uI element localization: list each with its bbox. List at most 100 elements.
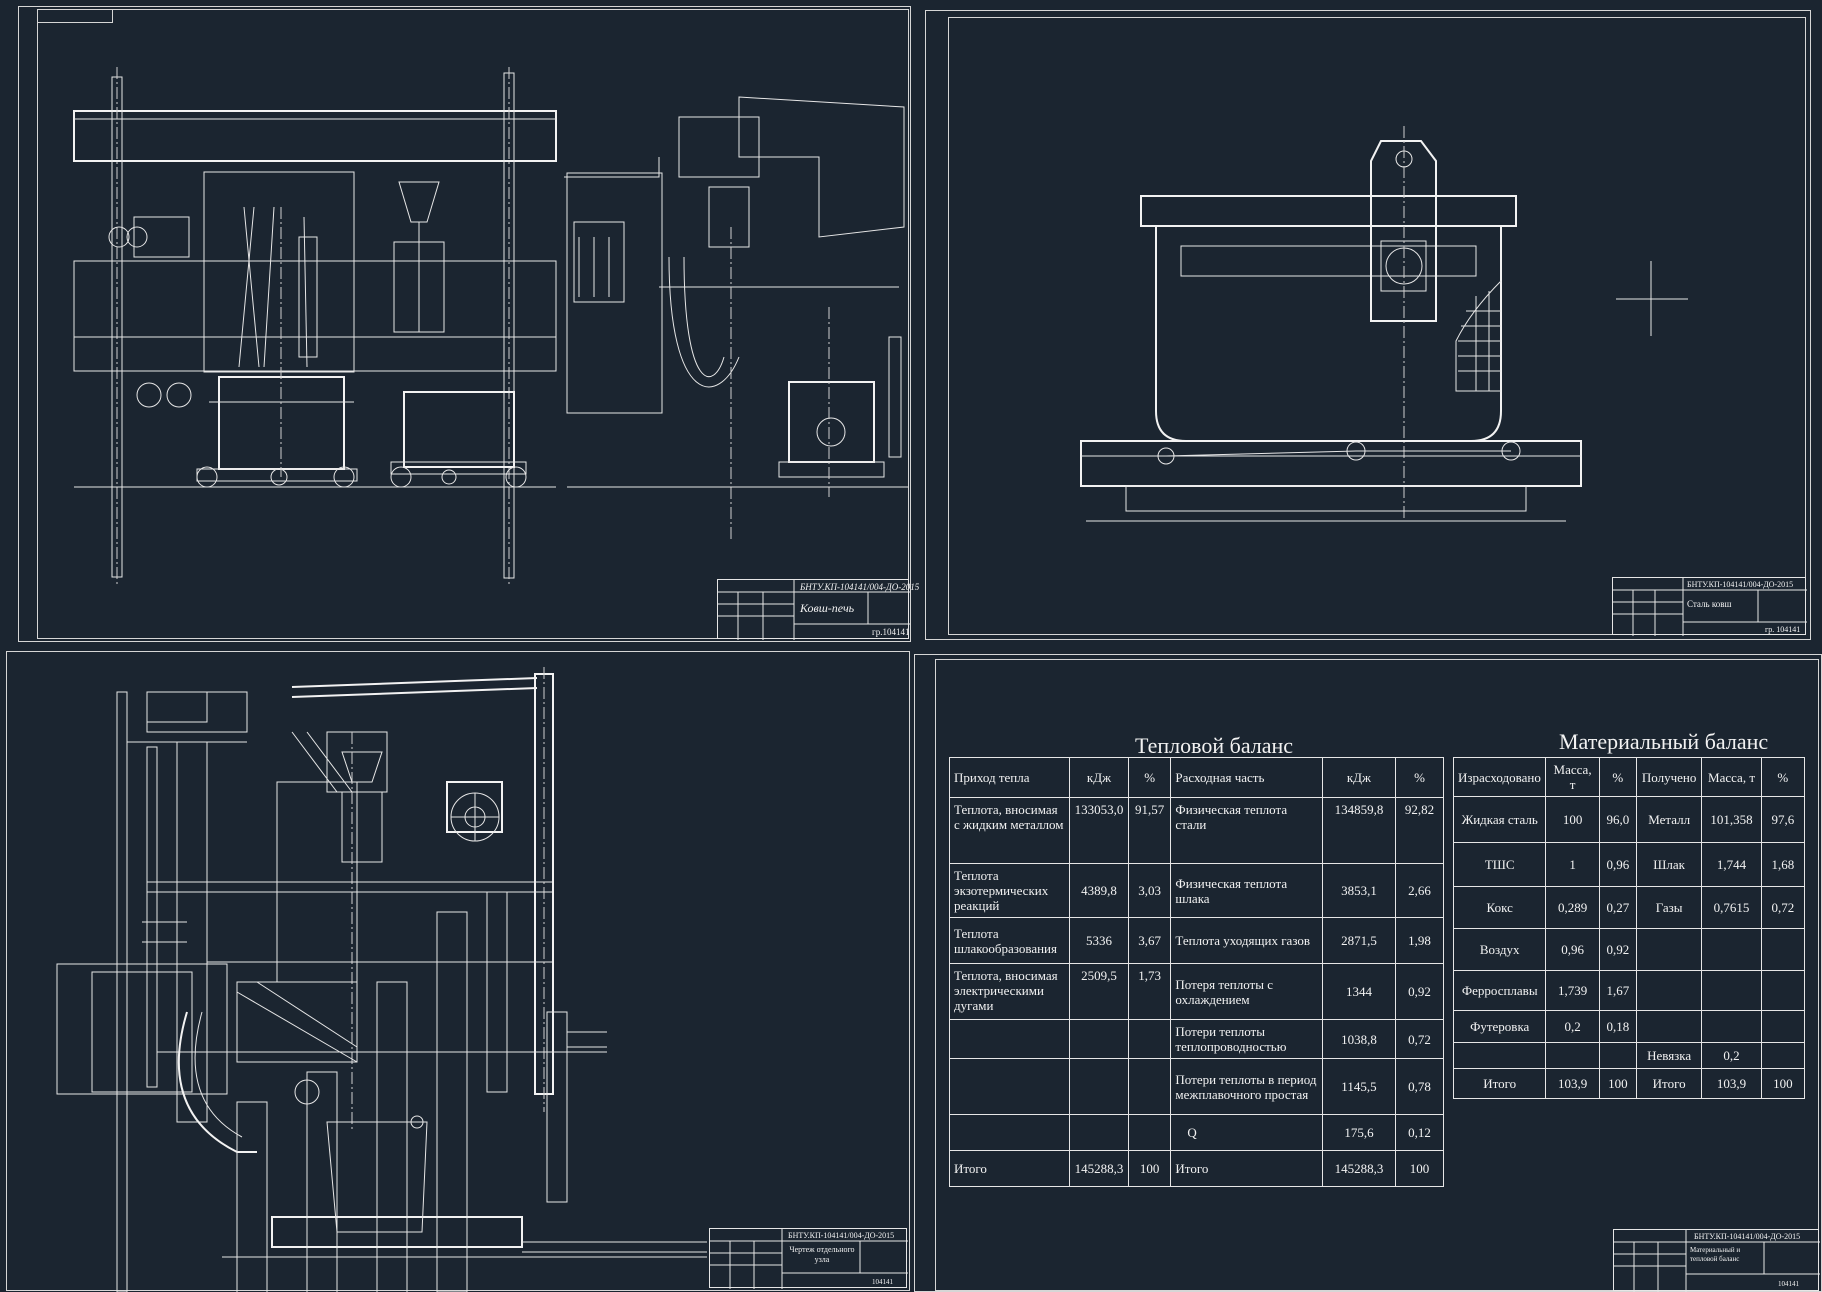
heat-cell: Теплота экзотермических реакций	[948, 863, 1071, 918]
material-cell: 0,72	[1760, 886, 1806, 929]
material-cell	[1545, 1042, 1600, 1069]
material-cell: 0,2	[1701, 1042, 1762, 1069]
material-cell: 1	[1545, 842, 1600, 887]
title-block-code: БНТУ.КП-104141/004-ДО-2015	[1694, 1232, 1801, 1241]
material-total-value: 103,9	[1701, 1068, 1762, 1099]
heat-total-value: 145288,3	[1321, 1150, 1397, 1187]
heat-cell: 2509,5	[1069, 963, 1129, 1020]
material-cell: Ферросплавы	[1452, 970, 1547, 1011]
material-cell	[1701, 928, 1762, 971]
material-cell: ТШС	[1452, 842, 1547, 887]
title-block-name: Сталь ковш	[1687, 599, 1732, 609]
heat-header-expense: Расходная часть	[1170, 757, 1323, 798]
title-block-name: Материальный и тепловой баланс	[1690, 1246, 1741, 1263]
heat-cell: 0,72	[1395, 1019, 1444, 1059]
heat-cell	[948, 1114, 1071, 1151]
material-cell: 1,68	[1760, 842, 1806, 887]
heat-header-pct: %	[1395, 757, 1444, 798]
heat-cell: 0,78	[1395, 1058, 1444, 1115]
heat-cell	[1069, 1058, 1129, 1115]
separate-unit-drawing	[56, 667, 707, 1292]
heat-cell: Потери теплоты теплопроводностью	[1170, 1019, 1323, 1059]
heat-cell: Потеря теплоты с охлаждением	[1170, 963, 1323, 1020]
material-cell: 101,358	[1701, 796, 1762, 843]
heat-cell: 4389,8	[1069, 863, 1129, 918]
material-cell: Воздух	[1452, 928, 1547, 971]
material-balance-table: Израсходовано Масса, т % Получено Масса,…	[1452, 757, 1806, 1099]
heat-cell: Теплота шлакообразования	[948, 917, 1071, 964]
material-cell: 1,67	[1598, 970, 1637, 1011]
title-block-grid	[710, 1229, 908, 1289]
material-cell: 1,744	[1701, 842, 1762, 887]
material-header-spent: Израсходовано	[1452, 757, 1547, 797]
material-header-pct: %	[1760, 757, 1806, 797]
heat-header-pct: %	[1127, 757, 1172, 798]
sheet-frame	[948, 17, 1806, 635]
title-block-name: Чертеж отдельного узла	[789, 1245, 855, 1264]
material-cell: 100	[1545, 796, 1600, 843]
ladle-furnace-drawing	[73, 67, 909, 587]
heat-cell	[1127, 1114, 1172, 1151]
title-block-group: 104141	[872, 1278, 893, 1286]
title-block: БНТУ.КП-104141/004-ДО-2015 Ковш-печь гр.…	[717, 579, 919, 640]
heat-cell: 175,6	[1321, 1114, 1397, 1151]
material-header-pct: %	[1598, 757, 1637, 797]
sheet-stamp-corner	[37, 9, 113, 23]
heat-cell: 1038,8	[1321, 1019, 1397, 1059]
material-cell	[1760, 1042, 1806, 1069]
heat-cell: 1145,5	[1321, 1058, 1397, 1115]
material-cell: 0,2	[1545, 1010, 1600, 1043]
title-block-group: 104141	[1778, 1280, 1799, 1288]
heat-cell: 3,67	[1127, 917, 1172, 964]
heat-cell: Физическая теплота шлака	[1170, 863, 1323, 918]
sheet-balance-tables: Тепловой баланс Приход тепла кДж % Расхо…	[914, 654, 1822, 1292]
material-cell: Жидкая сталь	[1452, 796, 1547, 843]
sheet-ladle-furnace: БНТУ.КП-104141/004-ДО-2015 Ковш-печь гр.…	[18, 6, 919, 642]
heat-cell: Физическая теплота стали	[1170, 797, 1323, 864]
material-total-label: Итого	[1635, 1068, 1703, 1099]
title-block-code: БНТУ.КП-104141/004-ДО-2015	[788, 1231, 895, 1240]
title-block-group: гр. 104141	[1765, 625, 1801, 634]
heat-cell: 3,03	[1127, 863, 1172, 918]
heat-cell: Теплота, вносимая с жидким металлом	[948, 797, 1071, 864]
heat-total-value: 145288,3	[1069, 1150, 1129, 1187]
heat-cell: 92,82	[1395, 797, 1444, 864]
heat-header-income: Приход тепла	[948, 757, 1071, 798]
heat-cell: 0,12	[1395, 1114, 1444, 1151]
heat-cell: Q	[1170, 1114, 1323, 1151]
title-block-group: гр.104141	[872, 627, 910, 637]
heat-header-kj: кДж	[1321, 757, 1397, 798]
title-block-name: Ковш-печь	[800, 601, 855, 615]
material-balance-title: Материальный баланс	[1559, 729, 1769, 754]
sheet-separate-unit: БНТУ.КП-104141/004-ДО-2015 Чертеж отдель…	[6, 651, 910, 1292]
heat-cell: 2,66	[1395, 863, 1444, 918]
material-cell	[1452, 1042, 1547, 1069]
heat-cell	[948, 1058, 1071, 1115]
material-cell: 96,0	[1598, 796, 1637, 843]
heat-cell: 134859,8	[1321, 797, 1397, 864]
heat-cell	[1127, 1019, 1172, 1059]
heat-total-pct: 100	[1395, 1150, 1444, 1187]
heat-cell: 91,57	[1127, 797, 1172, 864]
material-cell: 0,96	[1598, 842, 1637, 887]
material-cell: 0,18	[1598, 1010, 1637, 1043]
material-cell	[1760, 928, 1806, 971]
title-block: БНТУ.КП-104141/004-ДО-2015 Чертеж отдель…	[709, 1228, 908, 1289]
sheet-frame	[37, 9, 909, 639]
sheet-frame	[935, 659, 1819, 1291]
heat-cell: 0,92	[1395, 963, 1444, 1020]
heat-cell: Потери теплоты в период межплавочного пр…	[1170, 1058, 1323, 1115]
title-block: БНТУ.КП-104141/004-ДО-2015 Сталь ковш гр…	[1612, 577, 1807, 636]
material-cell	[1635, 970, 1703, 1011]
material-total-value: 103,9	[1545, 1068, 1600, 1099]
material-cell: 1,739	[1545, 970, 1600, 1011]
material-cell	[1760, 1010, 1806, 1043]
heat-cell: 2871,5	[1321, 917, 1397, 964]
heat-total-label: Итого	[1170, 1150, 1323, 1187]
heat-total-pct: 100	[1127, 1150, 1172, 1187]
material-total-label: Итого	[1452, 1068, 1547, 1099]
title-block: БНТУ.КП-104141/004-ДО-2015 Материальный …	[1613, 1229, 1820, 1292]
heat-cell: 1344	[1321, 963, 1397, 1020]
heat-header-kj: кДж	[1069, 757, 1129, 798]
